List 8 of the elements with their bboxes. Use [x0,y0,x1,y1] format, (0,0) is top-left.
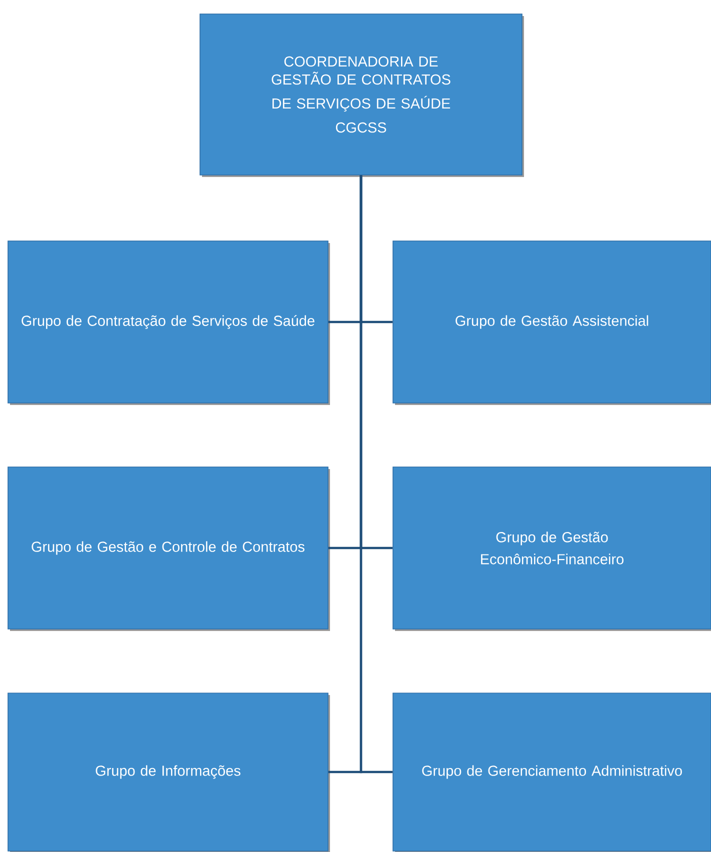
org-box: Grupo de Gestão e Controle de Contratos [8,466,330,631]
org-box: Grupo de Gerenciamento Administrativo [392,692,711,852]
org-box: COORDENADORIA DE GESTÃO DE CONTRATOS DE SERVIÇOS DE SAÚDE CGCSS [200,14,524,177]
connector-line [360,175,393,774]
org-box: Grupo de Gestão Econômico-Financeiro [392,466,711,631]
org-box: Grupo de Gestão Assistencial [392,240,711,405]
org-box: Grupo de Contratação de Serviços de Saúde [8,240,330,405]
org-box: Grupo de Informações [8,692,330,852]
